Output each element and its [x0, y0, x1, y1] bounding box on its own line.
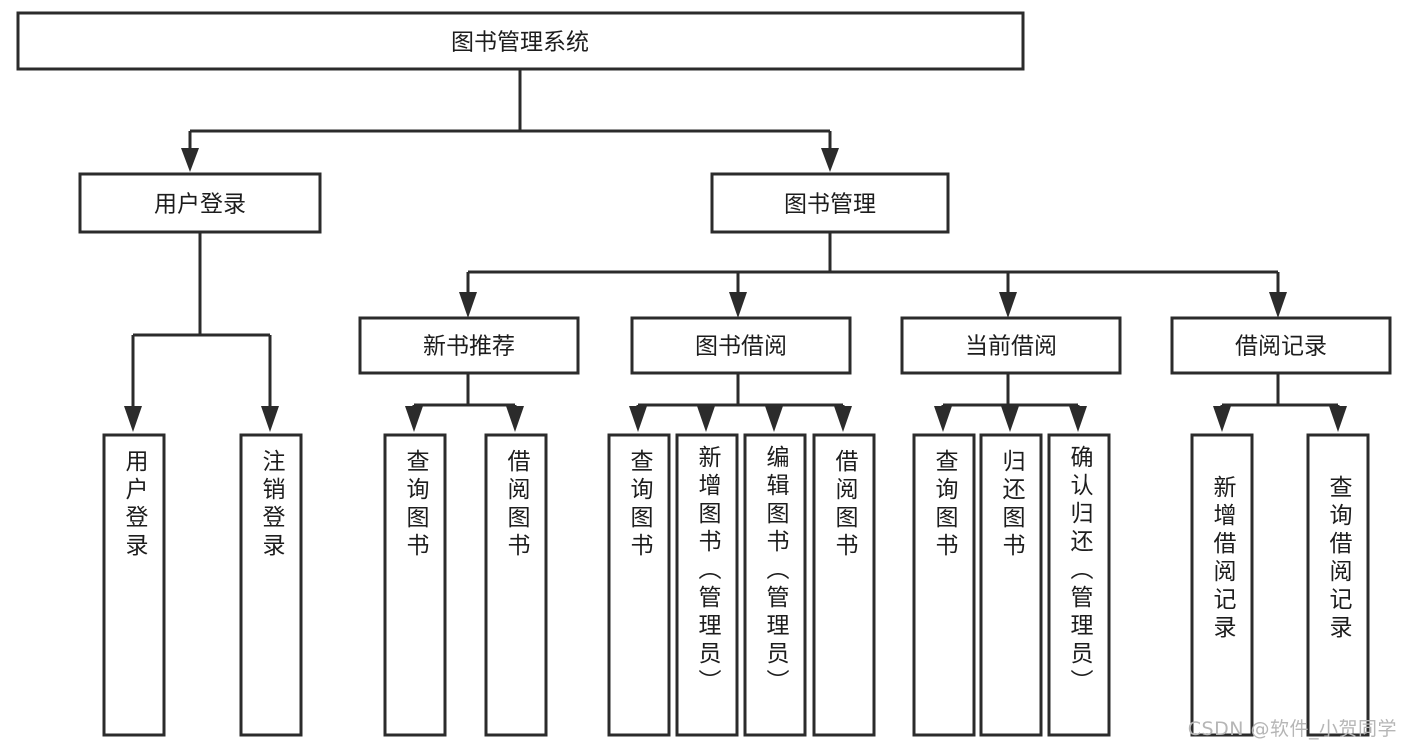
- node-leaf-borrow-book-2-label: 借阅图书: [831, 449, 859, 561]
- node-leaf-query-book-1-label: 查询图书: [402, 449, 430, 561]
- node-leaf-user-login-box[interactable]: [102, 433, 166, 737]
- node-root[interactable]: 图书管理系统: [16, 11, 1025, 71]
- node-leaf-query-book-3-box[interactable]: [912, 433, 976, 737]
- node-leaf-query-book-1-box[interactable]: [383, 433, 447, 737]
- node-leaf-user-logout-label: 注销登录: [258, 449, 286, 561]
- arrow-to-user-login-icon: [181, 148, 199, 172]
- node-leaf-return-book-label: 归还图书: [998, 449, 1026, 561]
- connectors-user-login-to-leaves: [124, 232, 279, 432]
- connectors-book-borrow-to-leaves: [629, 373, 852, 432]
- arrow-leaf-edit-book-icon: [765, 406, 783, 432]
- node-leaf-query-book-2-label: 查询图书: [626, 449, 654, 561]
- arrow-leaf-add-book-icon: [697, 406, 715, 432]
- connectors-new-book-rec-to-leaves: [405, 373, 524, 432]
- node-leaf-borrow-book-1[interactable]: 借阅图书: [484, 433, 548, 737]
- arrow-leaf-query-book-1-icon: [405, 406, 423, 432]
- node-borrow-record-label: 借阅记录: [1235, 334, 1327, 360]
- arrow-leaf-return-book-icon: [1001, 406, 1019, 432]
- node-user-login-label: 用户登录: [154, 192, 246, 218]
- node-book-manage-label: 图书管理: [784, 192, 876, 218]
- node-book-manage-box[interactable]: [710, 172, 950, 234]
- node-leaf-user-login[interactable]: 用户登录: [102, 433, 166, 737]
- node-new-book-rec-label: 新书推荐: [423, 334, 515, 360]
- node-user-login[interactable]: 用户登录: [78, 172, 322, 234]
- node-new-book-rec[interactable]: 新书推荐: [358, 316, 580, 375]
- node-leaf-add-book-box[interactable]: [675, 433, 739, 737]
- node-leaf-return-book[interactable]: 归还图书: [979, 433, 1043, 737]
- node-current-borrow[interactable]: 当前借阅: [900, 316, 1122, 375]
- node-leaf-query-record[interactable]: 查询借阅记录: [1306, 433, 1370, 737]
- node-leaf-return-book-box[interactable]: [979, 433, 1043, 737]
- arrow-leaf-user-login-icon: [124, 406, 142, 432]
- node-new-book-rec-box[interactable]: [358, 316, 580, 375]
- node-leaf-user-logout-box[interactable]: [239, 433, 303, 737]
- node-leaf-query-book-3[interactable]: 查询图书: [912, 433, 976, 737]
- node-leaf-query-book-1[interactable]: 查询图书: [383, 433, 447, 737]
- connectors-current-borrow-to-leaves: [934, 373, 1087, 432]
- node-leaf-edit-book-box[interactable]: [743, 433, 807, 737]
- node-current-borrow-box[interactable]: [900, 316, 1122, 375]
- node-leaf-user-login-label: 用户登录: [121, 449, 149, 561]
- node-leaf-add-record[interactable]: 新增借阅记录: [1190, 433, 1254, 737]
- node-leaf-confirm-return[interactable]: 确认归还（管理员）: [1047, 433, 1111, 737]
- node-leaf-edit-book[interactable]: 编辑图书（管理员）: [743, 433, 807, 737]
- node-leaf-query-book-2[interactable]: 查询图书: [607, 433, 671, 737]
- arrow-leaf-borrow-book-1-icon: [506, 406, 524, 432]
- arrow-to-borrow-record-icon: [1269, 292, 1287, 318]
- arrow-to-new-book-rec-icon: [459, 292, 477, 318]
- node-current-borrow-label: 当前借阅: [965, 334, 1057, 360]
- node-leaf-confirm-return-box[interactable]: [1047, 433, 1111, 737]
- node-book-manage[interactable]: 图书管理: [710, 172, 950, 234]
- arrow-leaf-borrow-book-2-icon: [834, 406, 852, 432]
- node-leaf-borrow-book-2-box[interactable]: [812, 433, 876, 737]
- node-borrow-record-box[interactable]: [1170, 316, 1392, 375]
- node-leaf-query-book-3-label: 查询图书: [931, 449, 959, 561]
- node-leaf-query-record-label: 查询借阅记录: [1325, 475, 1353, 643]
- node-user-login-box[interactable]: [78, 172, 322, 234]
- node-root-label: 图书管理系统: [451, 30, 589, 56]
- node-leaf-edit-book-label: 编辑图书（管理员）: [762, 445, 790, 697]
- node-borrow-record[interactable]: 借阅记录: [1170, 316, 1392, 375]
- node-leaf-add-record-box[interactable]: [1190, 433, 1254, 737]
- node-leaf-borrow-book-2[interactable]: 借阅图书: [812, 433, 876, 737]
- node-leaf-borrow-book-1-label: 借阅图书: [503, 449, 531, 561]
- node-leaf-query-record-box[interactable]: [1306, 433, 1370, 737]
- node-root-box[interactable]: [16, 11, 1025, 71]
- arrow-to-book-manage-icon: [821, 148, 839, 172]
- arrow-leaf-query-book-3-icon: [934, 406, 952, 432]
- node-leaf-query-book-2-box[interactable]: [607, 433, 671, 737]
- arrow-to-current-borrow-icon: [999, 292, 1017, 318]
- node-book-borrow-label: 图书借阅: [695, 334, 787, 360]
- node-leaf-add-book[interactable]: 新增图书（管理员）: [675, 433, 739, 737]
- node-leaf-user-logout[interactable]: 注销登录: [239, 433, 303, 737]
- connectors-root-to-level1: [181, 69, 839, 172]
- arrow-leaf-user-logout-icon: [261, 406, 279, 432]
- node-leaf-add-record-label: 新增借阅记录: [1209, 475, 1237, 643]
- arrow-leaf-query-record-icon: [1329, 406, 1347, 432]
- connectors-borrow-record-to-leaves: [1213, 373, 1347, 432]
- node-book-borrow[interactable]: 图书借阅: [630, 316, 852, 375]
- arrow-leaf-add-record-icon: [1213, 406, 1231, 432]
- arrow-to-book-borrow-icon: [729, 292, 747, 318]
- arrow-leaf-confirm-return-icon: [1069, 406, 1087, 432]
- node-book-borrow-box[interactable]: [630, 316, 852, 375]
- node-leaf-add-book-label: 新增图书（管理员）: [694, 445, 722, 697]
- node-leaf-confirm-return-label: 确认归还（管理员）: [1066, 445, 1094, 697]
- connectors-book-manage-to-level2: [459, 232, 1287, 318]
- arrow-leaf-query-book-2-icon: [629, 406, 647, 432]
- node-leaf-borrow-book-1-box[interactable]: [484, 433, 548, 737]
